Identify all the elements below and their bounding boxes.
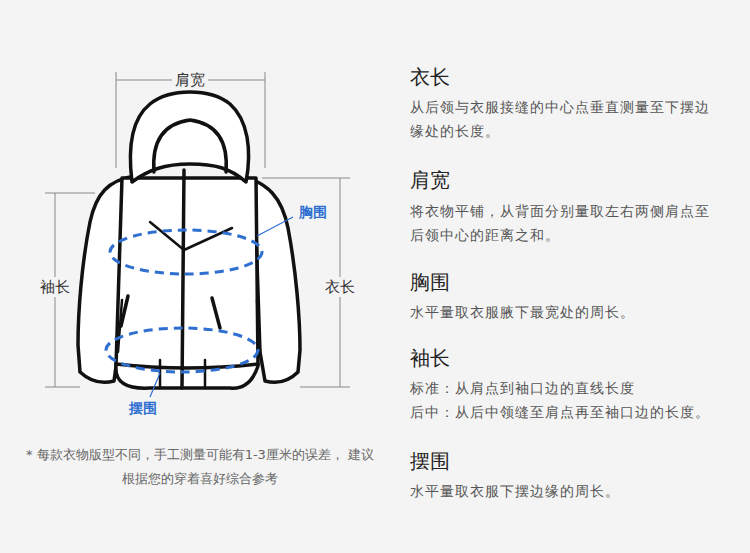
- section-body: 后中：从后中领缝至肩点再至袖口边的长度。: [410, 400, 710, 424]
- section-heading: 袖长: [410, 345, 450, 371]
- section-body: 水平量取衣服腋下最宽处的周长。: [410, 300, 710, 324]
- section-heading: 肩宽: [410, 167, 450, 193]
- section-heading: 摆围: [410, 448, 450, 474]
- section-heading: 衣长: [410, 64, 450, 90]
- footnote: * 每款衣物版型不同，手工测量可能有1-3厘米的误差， 建议根据您的穿着喜好综合…: [24, 443, 376, 491]
- dimension-label: 肩宽: [172, 70, 208, 90]
- measure-label: 胸围: [296, 202, 330, 222]
- section-heading: 胸围: [410, 269, 450, 295]
- measure-ellipses: [106, 230, 262, 372]
- section-body: 将衣物平铺，从背面分别量取左右两侧肩点至后领中心的距离之和。: [410, 199, 710, 247]
- leader-lines: [150, 217, 293, 397]
- measure-label: 摆围: [126, 398, 160, 418]
- section-body: 水平量取衣服下摆边缘的周长。: [410, 479, 710, 503]
- section-body: 标准：从肩点到袖口边的直线长度: [410, 376, 635, 400]
- dimension-label: 衣长: [322, 277, 358, 297]
- dimension-label: 袖长: [37, 277, 73, 297]
- section-body: 从后领与衣服接缝的中心点垂直测量至下摆边缘处的长度。: [410, 95, 710, 143]
- jacket-outline: [78, 92, 300, 388]
